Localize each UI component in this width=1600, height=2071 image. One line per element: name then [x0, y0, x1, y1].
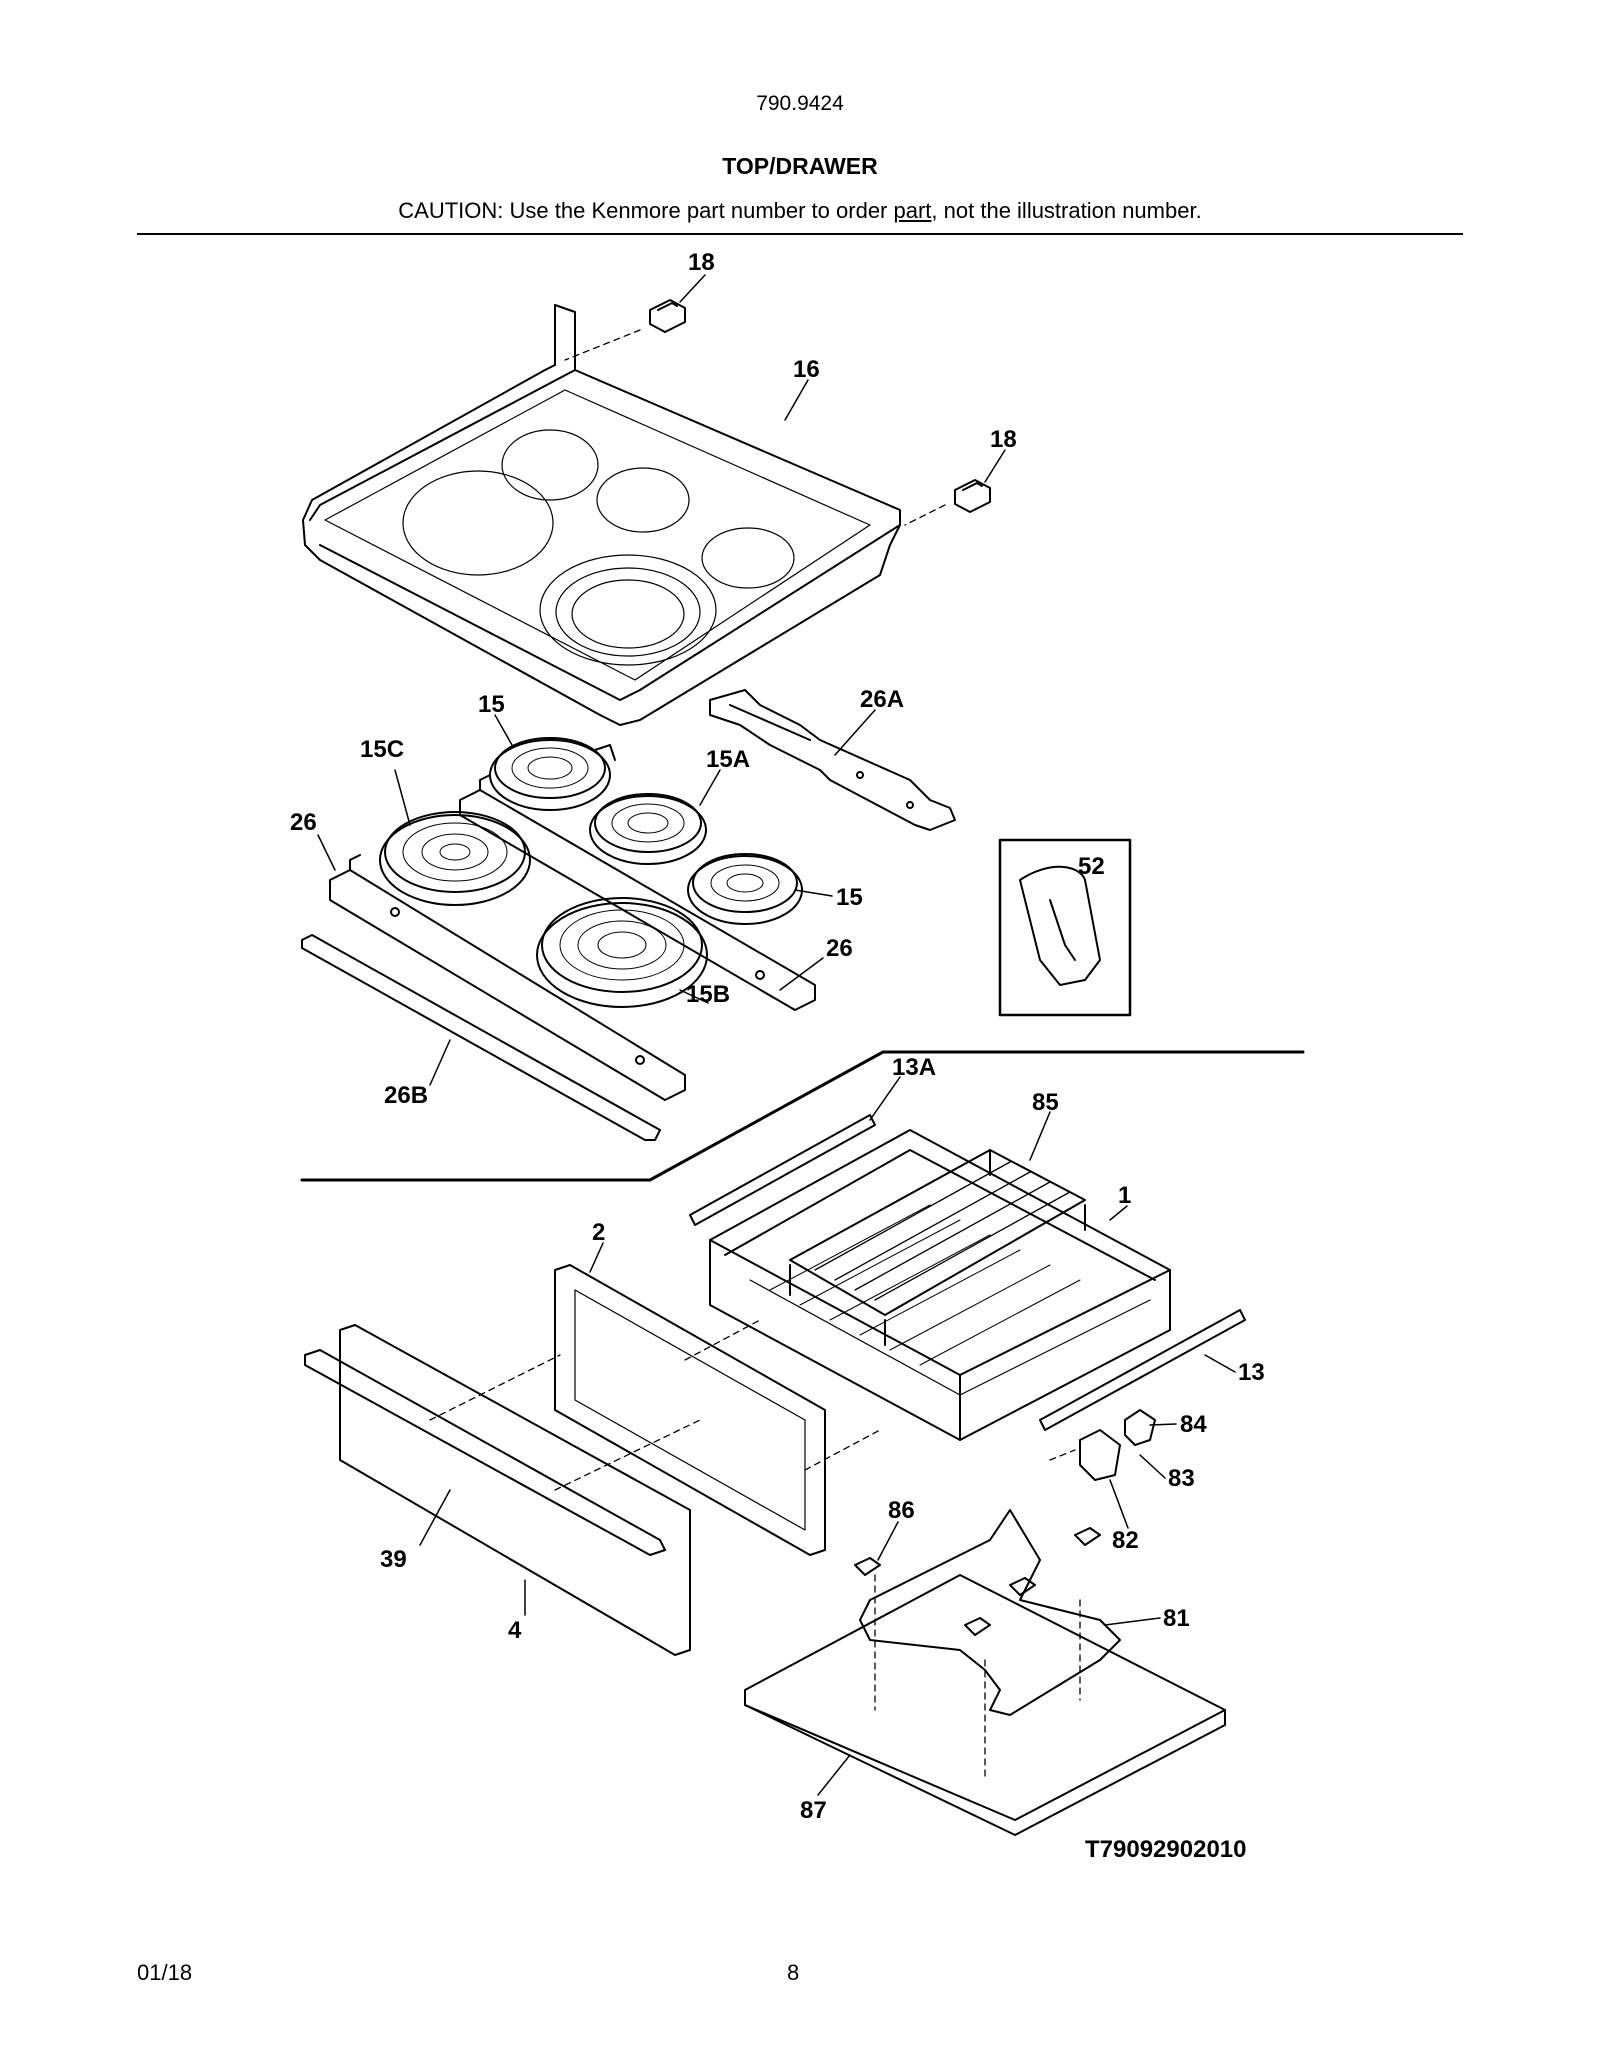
- callout-2: 2: [592, 1219, 605, 1246]
- heating-element-part-15A: [589, 793, 707, 865]
- callout-86: 86: [888, 1497, 915, 1524]
- harness-part-26A: [709, 689, 956, 831]
- callout-13A: 13A: [892, 1054, 936, 1081]
- model-number: 790.9424: [756, 92, 844, 115]
- element-bracket-part-82-83: [1049, 1429, 1121, 1481]
- callout-85: 85: [1032, 1089, 1059, 1116]
- inset-part-52: [998, 838, 1132, 1017]
- figure-id: T79092902010: [1085, 1836, 1246, 1863]
- callout-labels: 18 16 18 15 15C 26A 15A 26 52 15 26 15B …: [290, 249, 1265, 1863]
- cooktop-glass-part-16: [302, 304, 901, 726]
- callout-26-left: 26: [290, 809, 317, 836]
- caution-text-before: CAUTION: Use the Kenmore part number to …: [398, 198, 894, 223]
- callout-52: 52: [1078, 853, 1105, 880]
- caution-text-after: , not the illustration number.: [931, 198, 1202, 223]
- callout-16: 16: [793, 356, 820, 383]
- drawer-handle-part-39: [304, 1349, 701, 1556]
- callout-15-front: 15: [836, 884, 863, 911]
- drawer-rack-part-85: [789, 1149, 1086, 1346]
- heating-element-part-15-front: [687, 853, 803, 925]
- bracket-part-18-top: [564, 299, 686, 361]
- callout-15B: 15B: [686, 981, 730, 1008]
- header-divider: [137, 233, 1463, 235]
- callout-83: 83: [1168, 1465, 1195, 1492]
- bracket-part-18-right: [904, 479, 991, 526]
- support-rail-part-26-left: [329, 854, 686, 1101]
- caution-text-underlined: part: [893, 198, 932, 223]
- section-divider-line: [300, 1050, 1305, 1182]
- callout-26-right: 26: [826, 935, 853, 962]
- heating-element-part-15-rear: [489, 737, 616, 811]
- callout-82: 82: [1112, 1527, 1139, 1554]
- footer-date: 01/18: [137, 1960, 193, 1985]
- caution-note: CAUTION: Use the Kenmore part number to …: [0, 198, 1600, 224]
- drawer-bottom-part-87: [744, 1574, 1226, 1836]
- callout-87: 87: [800, 1797, 827, 1824]
- callout-84: 84: [1180, 1411, 1207, 1438]
- heating-element-part-15C: [379, 811, 531, 906]
- support-rail-part-26-right: [459, 774, 816, 1011]
- callout-1: 1: [1118, 1182, 1131, 1209]
- callout-15C: 15C: [360, 736, 404, 763]
- drawer-inner-panel-part-2: [554, 1264, 881, 1556]
- callout-15-rear: 15: [478, 691, 505, 718]
- callout-18-right: 18: [990, 426, 1017, 453]
- clip-part-86: [854, 1527, 1101, 1636]
- page-number: 8: [787, 1960, 800, 1985]
- slide-rail-part-13: [1039, 1309, 1246, 1431]
- drawer-front-part-4: [339, 1324, 691, 1656]
- callout-81: 81: [1163, 1605, 1190, 1632]
- callout-13: 13: [1238, 1359, 1265, 1386]
- bake-element-part-81: [859, 1509, 1121, 1716]
- drawer-body-part-1: [709, 1129, 1171, 1441]
- section-title: TOP/DRAWER: [722, 153, 878, 179]
- trim-strip-part-26B: [301, 934, 661, 1141]
- callout-4: 4: [508, 1617, 522, 1644]
- callout-26A: 26A: [860, 686, 904, 713]
- slide-rail-part-13A: [689, 1114, 876, 1226]
- callout-15A: 15A: [706, 746, 750, 773]
- callout-39: 39: [380, 1546, 407, 1573]
- callout-26B: 26B: [384, 1082, 428, 1109]
- callout-18-top: 18: [688, 249, 715, 276]
- terminal-block-part-84: [1124, 1409, 1156, 1446]
